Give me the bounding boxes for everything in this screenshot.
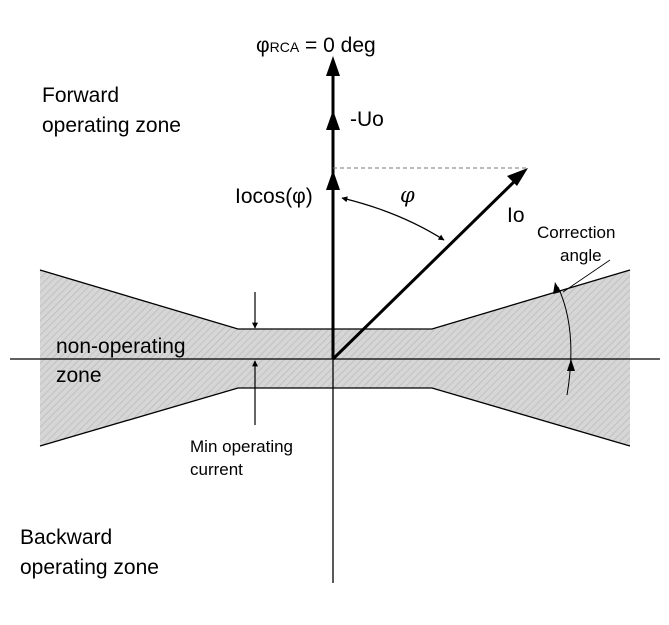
non-operating-zone-label-line1: non-operating [56,335,186,358]
reference-arrow-head-uo-icon [326,110,340,130]
correction-angle-label-line1: Correction [537,223,615,242]
zone-upper-boundary [39,269,631,330]
backward-zone-label-line1: Backward [20,526,112,549]
reference-angle-label: φRCA = 0 deg [256,34,376,57]
io-vector-head-icon [507,168,528,186]
zone-lower-boundary [39,387,631,447]
reference-arrow-head-top-icon [326,56,340,76]
forward-zone-label-line2: operating zone [42,114,181,137]
min-current-label-line1: Min operating [190,437,293,456]
io-label: Io [507,204,525,227]
correction-leader-line [562,259,611,293]
io-vector-shaft [331,174,522,361]
phi-angle-arc [341,196,445,241]
correction-angle-arc [557,286,572,396]
correction-angle-arrow-top-icon [553,282,561,294]
phi-angle-label: φ [400,183,415,207]
reference-arrow-head-iocos-icon [326,170,340,190]
min-current-label-line2: current [190,460,243,479]
correction-angle-label-line2: angle [560,246,602,265]
forward-zone-label-line1: Forward [42,84,119,107]
backward-zone-label-line2: operating zone [20,556,159,579]
correction-angle-arrow-bottom-icon [567,359,575,371]
iocos-label: Iocos(φ) [235,185,313,208]
non-operating-zone-label-line2: zone [56,364,102,387]
neg-uo-label: -Uo [350,108,384,131]
